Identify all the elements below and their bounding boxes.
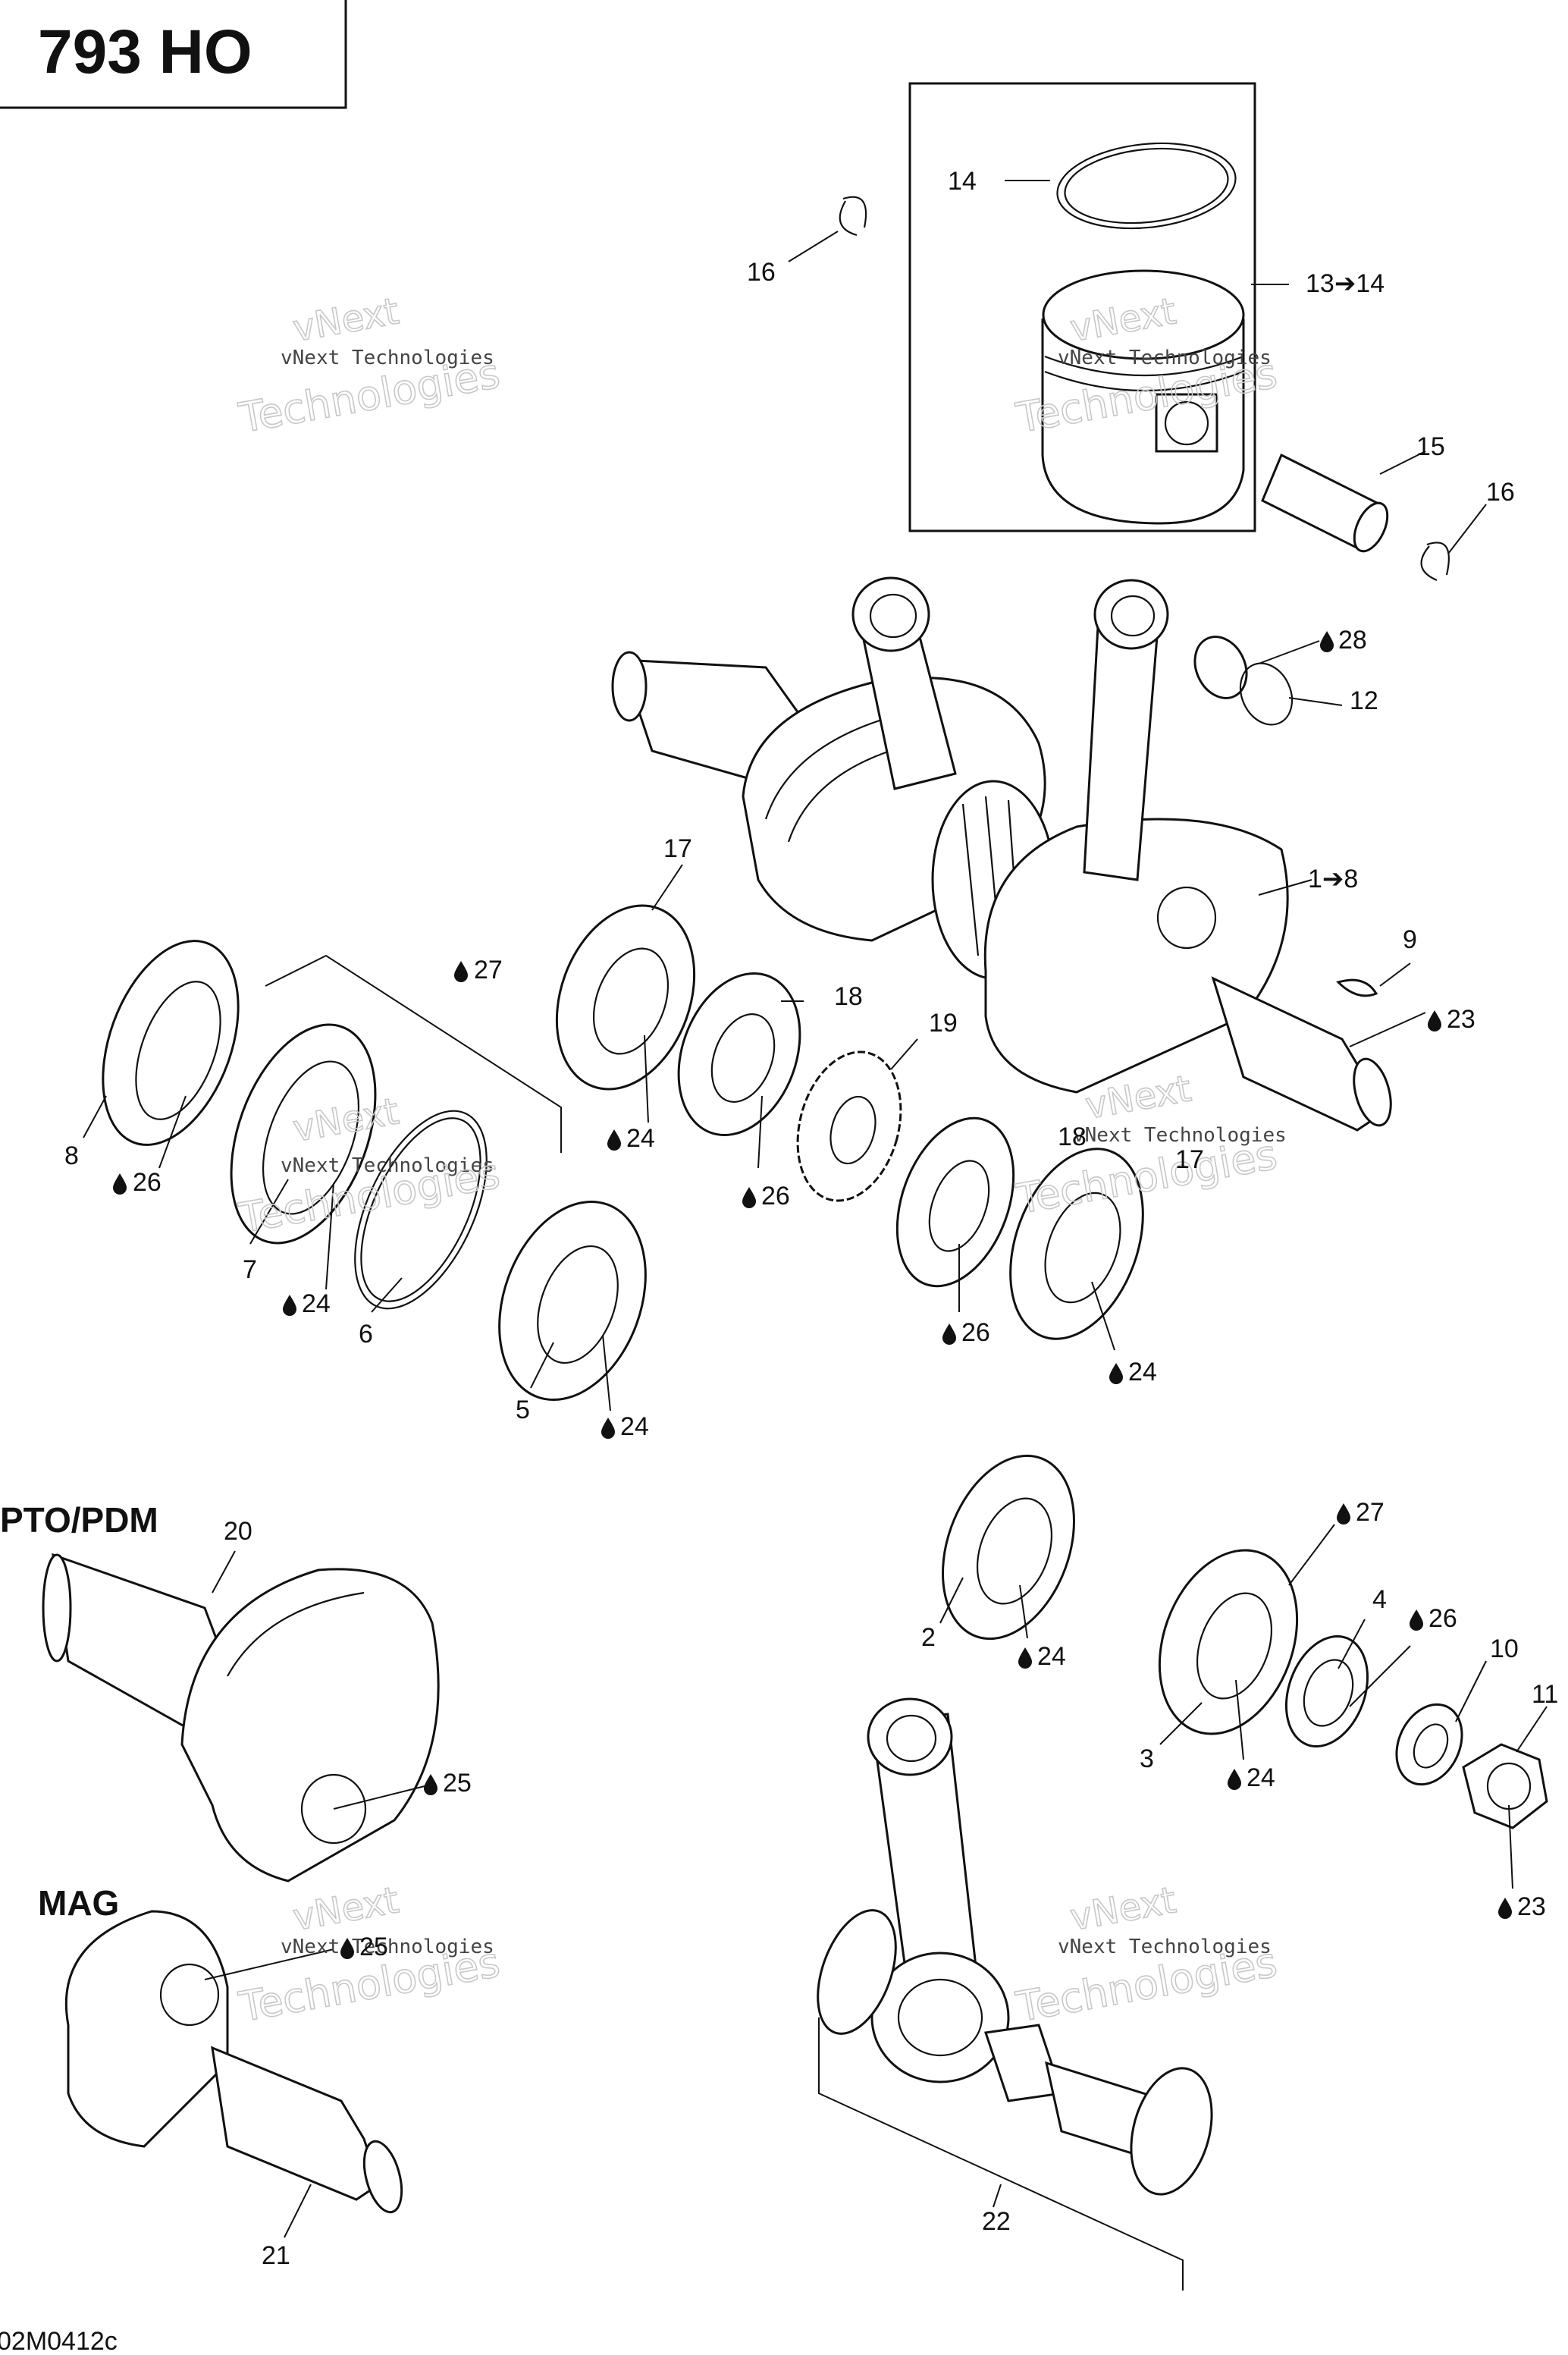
callout: 26: [1428, 1604, 1457, 1633]
svg-text:vNext Technologies: vNext Technologies: [1058, 347, 1272, 369]
drop-icon: [742, 1187, 756, 1208]
svg-text:vNext Technologies: vNext Technologies: [281, 347, 494, 369]
callout: 6: [359, 1320, 373, 1349]
callout: 27: [474, 956, 503, 984]
callout: 20: [224, 1517, 252, 1546]
callout: 13➔14: [1306, 269, 1385, 298]
callout: 3: [1140, 1744, 1154, 1773]
footer-code: 02M0412c: [0, 2327, 118, 2355]
drop-icon: [1228, 1769, 1241, 1790]
svg-text:vNext: vNext: [290, 1879, 402, 1939]
callout: 8: [64, 1141, 79, 1170]
callout: 26: [761, 1182, 790, 1210]
callout: 24: [626, 1124, 655, 1153]
callout: 24: [1247, 1763, 1275, 1792]
svg-text:vNext Technologies: vNext Technologies: [281, 1154, 494, 1177]
drop-icon: [942, 1324, 956, 1345]
callout: 24: [1128, 1358, 1157, 1386]
mag-side-parts: [817, 1454, 1548, 2291]
callout: 12: [1350, 686, 1378, 715]
callout: 18: [1058, 1123, 1087, 1151]
callout: 23: [1517, 1892, 1546, 1921]
diagram-title: 793 HO: [38, 17, 252, 86]
callout: 10: [1490, 1634, 1519, 1663]
callout: 1➔8: [1308, 865, 1358, 893]
callout: 17: [1175, 1145, 1204, 1174]
callout: 25: [443, 1769, 472, 1798]
callout: 17: [663, 834, 692, 863]
callout: 24: [1037, 1642, 1066, 1671]
svg-text:vNext Technologies: vNext Technologies: [1073, 1124, 1287, 1147]
callout: 4: [1372, 1585, 1387, 1614]
piston-group: [839, 82, 1450, 582]
callout: 23: [1447, 1005, 1475, 1034]
mag-crank-half: [64, 1910, 403, 2214]
drop-icon: [1109, 1363, 1123, 1384]
drop-icon: [454, 961, 468, 982]
leader-lines: [83, 180, 1548, 2238]
callout: 26: [133, 1168, 162, 1197]
callout: 24: [302, 1289, 331, 1318]
drop-icon: [1498, 1898, 1512, 1919]
section-label-mag: MAG: [38, 1883, 119, 1923]
callout: 11: [1532, 1680, 1558, 1709]
callout: 18: [834, 982, 863, 1011]
drop-icon: [607, 1129, 621, 1151]
drop-icon: [424, 1774, 437, 1795]
callout: 24: [620, 1412, 649, 1441]
drop-icon: [113, 1173, 127, 1195]
svg-text:vNext Technologies: vNext Technologies: [281, 1936, 494, 1958]
callout: 14: [948, 167, 977, 196]
callout: 26: [961, 1318, 990, 1347]
callout: 9: [1403, 925, 1417, 954]
callout: 21: [262, 2241, 290, 2270]
pto-crank-half: [42, 1553, 440, 1882]
drop-icon: [1428, 1010, 1441, 1031]
crankshaft-assembly: [611, 576, 1392, 1132]
drop-icon: [1410, 1609, 1423, 1631]
callout: 15: [1416, 432, 1445, 461]
callout: 19: [929, 1009, 958, 1038]
callout: 22: [982, 2207, 1011, 2236]
callout: 25: [359, 1933, 388, 1961]
svg-text:vNext: vNext: [290, 290, 402, 350]
callout: 16: [747, 258, 776, 287]
drop-icon: [283, 1295, 296, 1316]
drop-icon: [601, 1418, 615, 1439]
callout: 5: [516, 1396, 530, 1424]
callout: 27: [1356, 1498, 1385, 1527]
callout: 28: [1338, 626, 1367, 655]
callout: 7: [243, 1255, 257, 1284]
callout-labels: 14 16 13➔14 15 16 28 12 17 1➔8 9 23 27 1…: [64, 167, 1558, 2270]
title-box: 793 HO: [0, 0, 347, 109]
section-label-pto: PTO/PDM: [0, 1500, 158, 1540]
callout: 2: [921, 1623, 936, 1652]
drop-icon: [1337, 1503, 1350, 1524]
svg-text:vNext Technologies: vNext Technologies: [1058, 1936, 1272, 1958]
drop-icon: [1320, 631, 1334, 652]
bearing-seal-group: [102, 904, 1144, 1402]
svg-text:vNext: vNext: [1067, 1879, 1179, 1939]
drop-icon: [1018, 1647, 1032, 1669]
callout: 16: [1486, 478, 1515, 507]
